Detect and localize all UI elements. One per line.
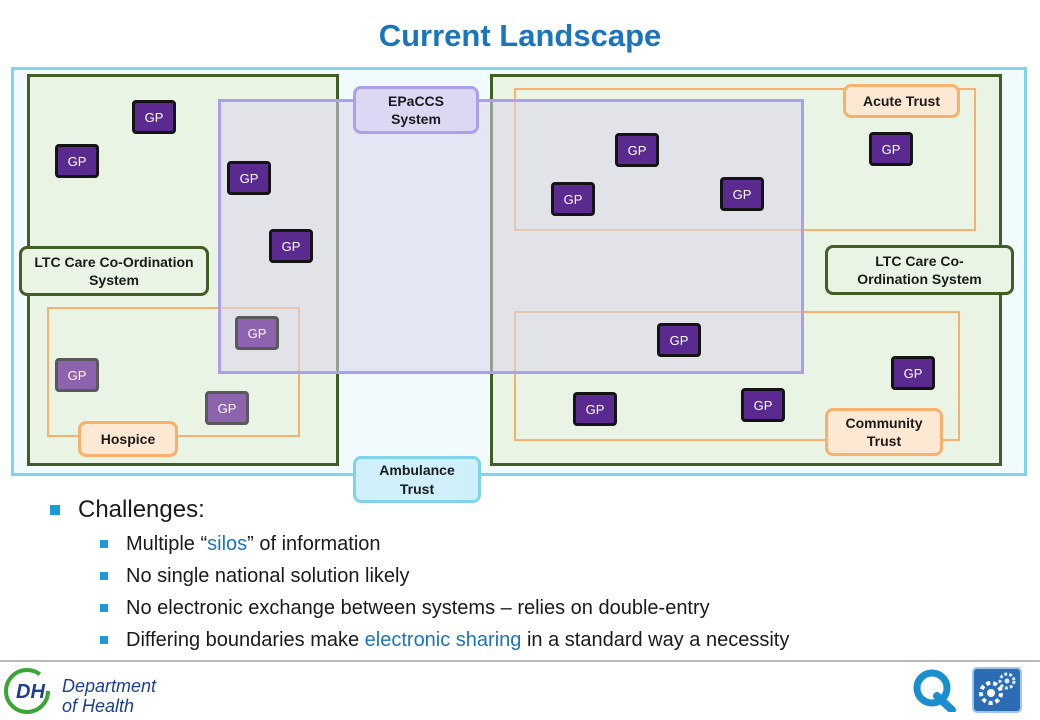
org-name-line1: Department [62, 676, 157, 696]
gp-box: GP [720, 177, 764, 211]
bullet-item: No single national solution likely [100, 564, 1030, 588]
bullet-item: No electronic exchange between systems –… [100, 596, 1030, 620]
bullet-text: No electronic exchange between systems –… [126, 596, 710, 619]
bullet-square-icon [100, 572, 108, 580]
gp-box: GP [891, 356, 935, 390]
ltc-left-label: LTC Care Co-Ordination System [19, 246, 209, 296]
gp-box: GP [573, 392, 617, 426]
gp-box: GP [615, 133, 659, 167]
bullet-item: Differing boundaries make electronic sha… [100, 628, 1030, 652]
bullet-square-icon [100, 636, 108, 644]
gp-box: GP [55, 358, 99, 392]
gp-box: GP [227, 161, 271, 195]
bullet-square-icon [50, 505, 60, 515]
ltc-right-label: LTC Care Co-Ordination System [825, 245, 1014, 295]
footer-divider [0, 660, 1040, 662]
ambulance-trust-label: Ambulance Trust [353, 456, 481, 503]
org-name: Department of Health [62, 676, 156, 716]
gears-icon [972, 667, 1022, 713]
bullet-square-icon [100, 604, 108, 612]
bullet-text: No single national solution likely [126, 564, 410, 587]
challenges-list: Challenges: Multiple “silos” of informat… [50, 496, 1030, 652]
gp-box: GP [269, 229, 313, 263]
bullet-main-text: Challenges: [78, 496, 205, 523]
bullet-main: Challenges: [50, 496, 1030, 524]
epaccs-system-label: EPaCCS System [353, 86, 479, 134]
dh-logo-icon: DH [4, 668, 60, 714]
bullet-text: Differing boundaries make electronic sha… [126, 628, 790, 651]
gp-box: GP [55, 144, 99, 178]
bullet-square-icon [100, 540, 108, 548]
gp-box: GP [869, 132, 913, 166]
community-trust-label: Community Trust [825, 408, 943, 456]
epaccs-system-box [218, 99, 804, 374]
gp-box: GP [741, 388, 785, 422]
hospice-label: Hospice [78, 421, 178, 457]
q-logo-icon [908, 666, 958, 714]
gp-box: GP [132, 100, 176, 134]
svg-text:DH: DH [16, 681, 45, 703]
gp-box: GP [551, 182, 595, 216]
acute-trust-label: Acute Trust [843, 84, 960, 118]
gp-box: GP [657, 323, 701, 357]
gp-box: GP [235, 316, 279, 350]
page-title: Current Landscape [378, 18, 662, 53]
gp-box: GP [205, 391, 249, 425]
bullet-text: Multiple “silos” of information [126, 532, 381, 555]
org-name-line2: of Health [62, 696, 135, 716]
bullet-item: Multiple “silos” of information [100, 532, 1030, 556]
